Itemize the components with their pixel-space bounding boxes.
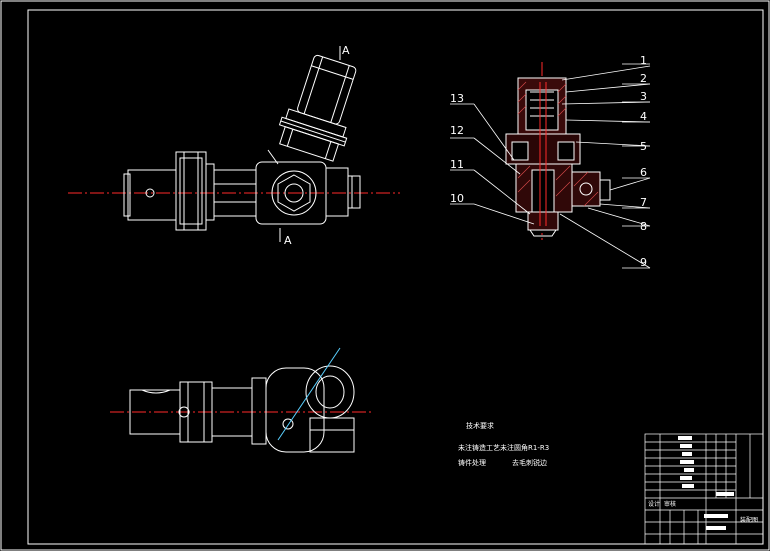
title-block-label-check: 审核	[664, 500, 676, 508]
part-number-12: 12	[450, 124, 464, 137]
part-number-9: 9	[640, 256, 647, 269]
part-number-8: 8	[640, 220, 647, 233]
title-block-label-design: 设计	[648, 500, 660, 508]
notes-title: 技术要求	[466, 421, 494, 430]
leader-lines	[450, 63, 651, 269]
title-block-drawing-name: 装配图	[740, 516, 758, 524]
part-number-1: 1	[640, 54, 647, 67]
notes-line2-b: 去毛刺锐边	[512, 458, 547, 467]
section-view	[505, 62, 611, 240]
inner-border	[27, 9, 764, 545]
part-number-10: 10	[450, 192, 464, 205]
notes-line2-a: 铸件处理	[458, 458, 486, 467]
title-block-fill	[678, 436, 734, 530]
top-view	[110, 347, 372, 453]
part-number-13: 13	[450, 92, 464, 105]
part-number-6: 6	[640, 166, 647, 179]
notes-line1-a: 未注铸造工艺	[458, 443, 500, 452]
part-number-3: 3	[640, 90, 647, 103]
part-number-11: 11	[450, 158, 464, 171]
section-label-top: A	[342, 44, 350, 57]
part-number-4: 4	[640, 110, 647, 123]
part-number-5: 5	[640, 140, 647, 153]
part-number-7: 7	[640, 196, 647, 209]
section-label-bottom: A	[284, 234, 292, 247]
title-block	[644, 433, 764, 545]
front-view	[68, 46, 400, 242]
notes-line1-b: 未注圆角R1-R3	[500, 443, 549, 452]
part-number-2: 2	[640, 72, 647, 85]
